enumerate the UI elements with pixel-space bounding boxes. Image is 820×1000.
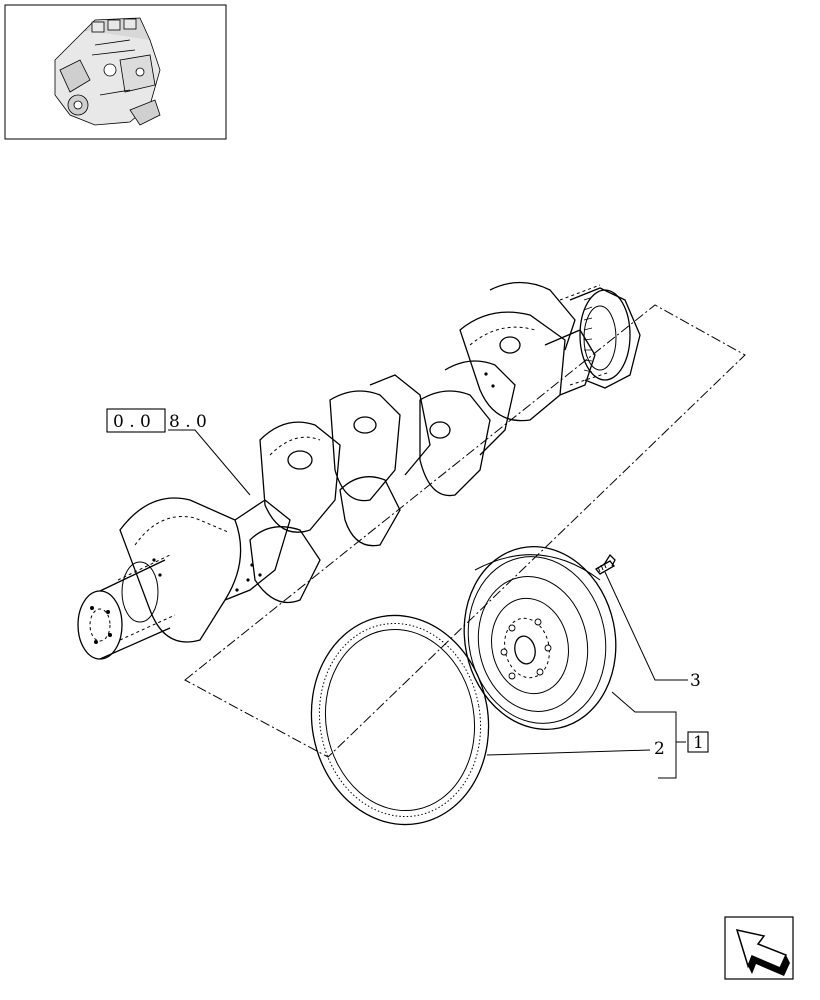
item-2-label: 2 [654,739,665,759]
callout-item-2[interactable]: 2 [654,739,665,759]
item-1-label: 1 [693,733,704,753]
flywheel-bolt [595,553,616,575]
callout-ref-0080[interactable]: 0 . 0 8 . 0 [106,408,207,433]
flywheel [463,546,617,730]
leader-lines [168,429,688,779]
callout-item-1[interactable]: 1 [687,731,709,753]
engine-thumbnail-icon[interactable] [4,4,227,140]
ring-gear [310,614,490,826]
crankshaft [77,281,641,660]
item-3-label: 3 [690,671,701,691]
callout-item-3[interactable]: 3 [690,671,701,691]
previous-page-arrow-icon[interactable] [724,916,794,980]
ref-suffix: 8 . 0 [169,412,207,432]
ref-prefix: 0 . 0 [113,412,151,432]
assembly-frame [184,304,746,758]
